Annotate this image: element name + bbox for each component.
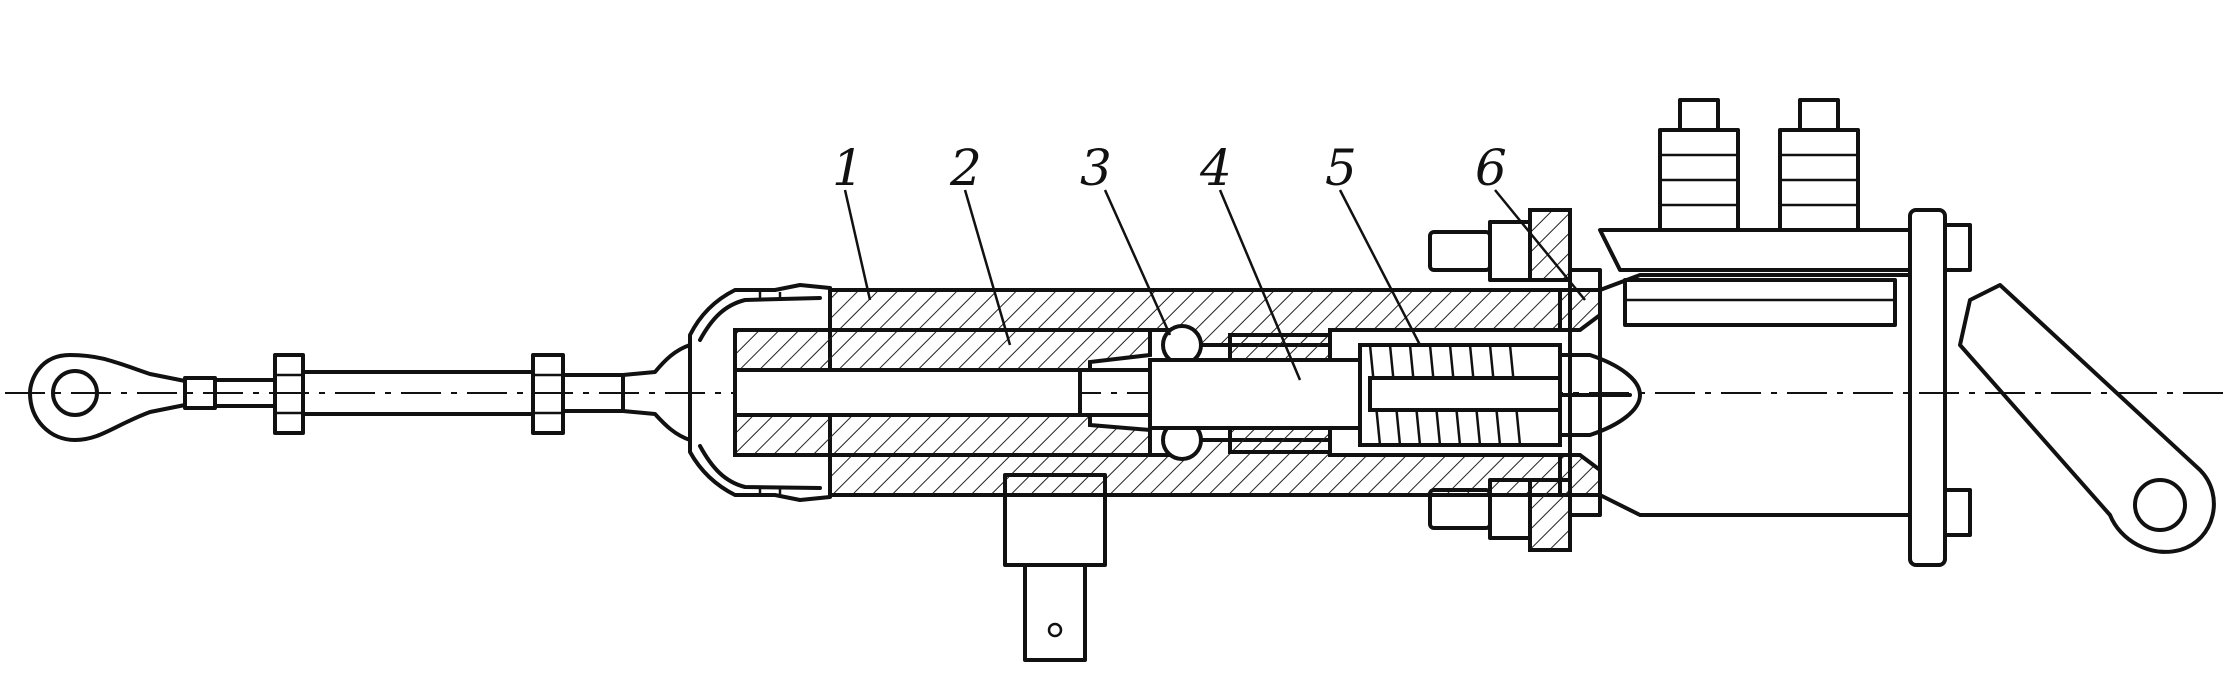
callout-4: 4	[1199, 139, 1232, 197]
callout-labels: 1 2 3 4 5 6	[832, 139, 1507, 197]
rubber-boot	[688, 283, 832, 502]
actuating-lever	[1958, 283, 2216, 554]
rod-end-eye	[28, 353, 217, 442]
mounting-studs	[1428, 208, 1572, 552]
return-spring	[1358, 343, 1642, 447]
callout-3: 3	[1080, 139, 1112, 197]
terminal-posts	[1658, 98, 1860, 232]
callout-6: 6	[1475, 139, 1507, 197]
lower-mounting-lug	[1003, 473, 1107, 662]
callout-leaders	[843, 189, 1586, 381]
plunger-rod	[1148, 333, 1372, 454]
callout-1: 1	[832, 139, 864, 197]
pushrod-assembly	[213, 343, 692, 442]
callout-5: 5	[1325, 139, 1357, 197]
inner-sleeve	[733, 328, 1152, 457]
switch-housing	[1598, 208, 1972, 567]
callout-2: 2	[949, 139, 982, 197]
